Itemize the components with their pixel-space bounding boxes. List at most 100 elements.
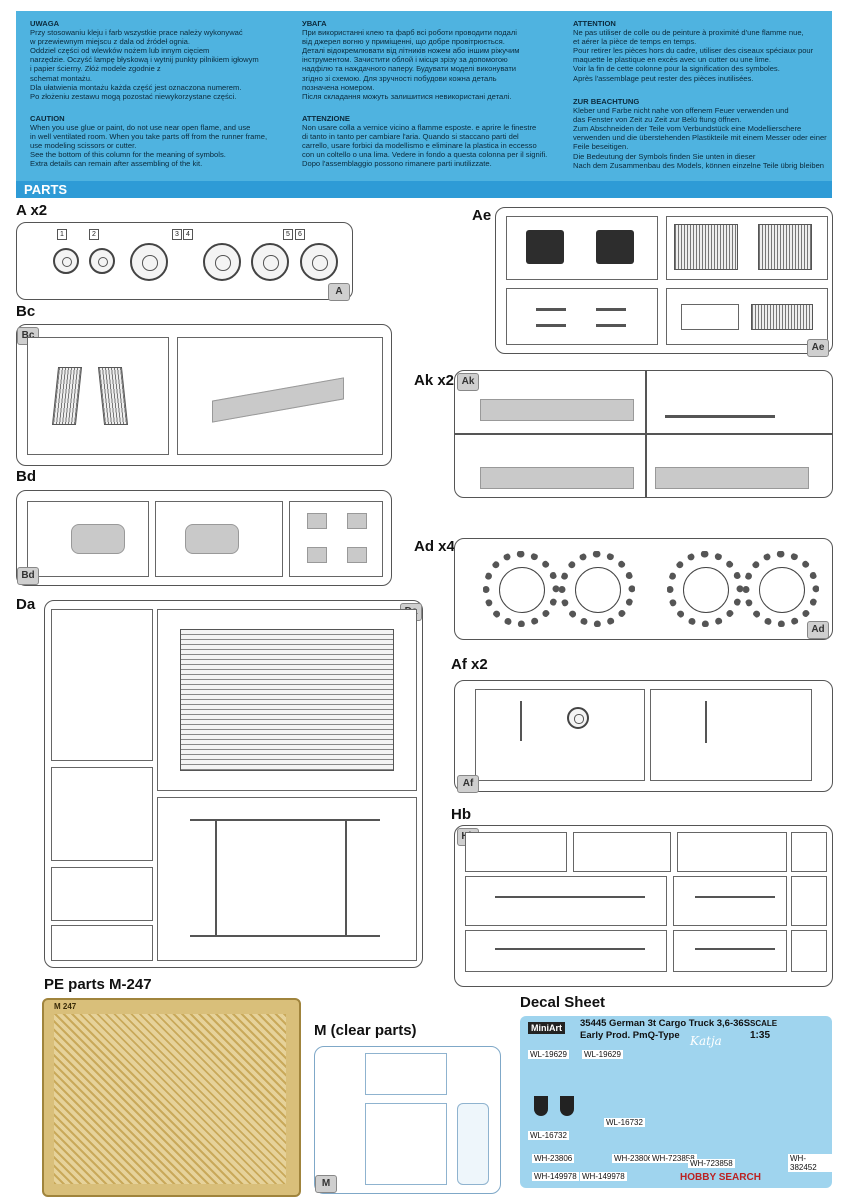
plate-decal: WH-382452	[788, 1154, 832, 1172]
grille-part	[674, 224, 738, 270]
sprue-bc: Bc	[16, 324, 392, 466]
part-number: 2	[89, 229, 99, 240]
sprue-tag-bd: Bd	[17, 567, 39, 585]
text-line: згідно зі схемою. Для зручності побудови…	[302, 73, 497, 83]
text-line: Feile beseitigen.	[573, 142, 629, 152]
sprue-tag-ae: Ae	[807, 339, 829, 357]
sprue-tag-ad: Ad	[807, 621, 829, 639]
text-line: maquette le plastique en excès avec un c…	[573, 55, 771, 65]
wheel-hub-part	[89, 248, 115, 274]
text-line: Kleber und Farbe nicht nahe von offenem …	[573, 106, 789, 116]
text-line: Nach dem Zusammenbau des Models, können …	[573, 160, 825, 170]
sprue-af: Af	[454, 680, 833, 793]
warning-beachtung: ZUR BEACHTUNG Kleber und Farbe nicht nah…	[573, 97, 828, 170]
warning-title: УВАГА	[302, 19, 327, 28]
small-part	[307, 513, 327, 529]
cover-part	[71, 524, 125, 554]
wheel-hub-part	[53, 248, 79, 274]
cargo-bed-part	[180, 629, 394, 771]
text-line: Die Bedeutung der Symbols finden Sie unt…	[573, 151, 756, 161]
wheel-rim-part	[130, 243, 168, 281]
part-number: 4	[183, 229, 193, 240]
frame-crossmember-part	[215, 819, 217, 937]
warnings-panel	[16, 11, 832, 181]
sprue-bd: Bd	[16, 490, 392, 586]
sprue-label-ak: Ak x2	[414, 372, 455, 389]
sprue-cell	[791, 876, 827, 926]
sprue-cell	[51, 767, 153, 861]
sprue-cell	[673, 930, 787, 972]
sprue-cell	[791, 832, 827, 872]
tool-handle-part	[695, 948, 775, 950]
plate-decal: WL-19629	[582, 1050, 623, 1059]
warning-title: UWAGA	[30, 19, 60, 28]
windscreen-part	[457, 1103, 489, 1185]
text-line: verwenden und die überstehenden Plastikt…	[573, 133, 827, 143]
decal-sheet: MiniArt 35445 German 3t Cargo Truck 3,6-…	[520, 1016, 832, 1188]
warning-uvaga: УВАГА При використанні клею та фарб всі …	[302, 19, 560, 101]
pulley-part	[567, 707, 589, 729]
scale-value: 1:35	[750, 1030, 771, 1041]
small-part	[347, 547, 367, 563]
sprue-cell	[506, 288, 658, 345]
warning-caution: CAUTION When you use glue or paint, do n…	[30, 114, 290, 169]
decal-sheet-label: Decal Sheet	[520, 994, 606, 1011]
warning-attention: ATTENTION Ne pas utiliser de colle ou de…	[573, 19, 828, 83]
text-line: i papier ścierny. Złóż modele zgodnie z	[30, 64, 161, 74]
text-line: Pour retirer les pièces hors du cadre, u…	[573, 46, 814, 56]
pe-parts-area	[54, 1014, 286, 1184]
decal-title-line2: Early Prod. PmQ-Type	[580, 1030, 680, 1041]
warning-uwaga: UWAGA Przy stosowaniu kleju i farb wszys…	[30, 19, 290, 101]
script-decal: Katja	[690, 1034, 722, 1048]
grille-part	[758, 224, 812, 270]
sprue-ad: Ad	[454, 538, 833, 640]
part-number: 3	[172, 229, 182, 240]
text-line: Dopo l'assemblaggio possono rimanere par…	[302, 159, 492, 169]
part-number: 5	[283, 229, 293, 240]
panel-part	[681, 304, 739, 330]
text-line: use modeling scissors or cutter.	[30, 141, 137, 151]
tool-handle-part	[495, 948, 645, 950]
frame-rail-part	[190, 935, 380, 937]
brand-logo: MiniArt	[528, 1022, 565, 1034]
sprue-cell	[51, 867, 153, 921]
pe-parts-label: PE parts M-247	[44, 976, 152, 993]
sprue-cell	[475, 689, 645, 781]
text-line: Po złożeniu zestawu mogą pozostać niewyk…	[30, 91, 237, 101]
plate-decal: WH-723858	[688, 1159, 735, 1168]
text-line: інструментом. Зачистити облой і місця зр…	[302, 55, 508, 65]
warning-title: CAUTION	[30, 114, 65, 123]
sprue-label-af: Af x2	[451, 656, 488, 673]
tyre-part	[743, 551, 819, 627]
wheel-rim-part	[300, 243, 338, 281]
sprue-tag-a: A	[328, 283, 350, 301]
text-line: від джерел вогню у приміщенні, що добре …	[302, 37, 505, 47]
small-part	[347, 513, 367, 529]
runner	[455, 433, 832, 435]
plate-decal: WH-23806	[612, 1154, 655, 1163]
plate-decal: WH-23806	[532, 1154, 575, 1163]
sprue-label-hb: Hb	[451, 806, 471, 823]
sprue-cell	[677, 832, 787, 872]
tyre-part	[667, 551, 743, 627]
sprue-label-ad: Ad x4	[414, 538, 455, 555]
text-line: See the bottom of this column for the me…	[30, 150, 226, 160]
shield-icon	[560, 1096, 574, 1116]
text-line: Zum Abschneiden der Teile vom Verbundstü…	[573, 124, 802, 134]
sprue-cell	[791, 930, 827, 972]
warning-title: ATTENZIONE	[302, 114, 350, 123]
plate-decal: WH-149978	[580, 1172, 627, 1181]
text-line: carrello, usare forbici da modellismo e …	[302, 141, 537, 151]
bracket-part	[536, 308, 566, 311]
wheel-rim-part	[203, 243, 241, 281]
text-line: et aérer la pièce de temps en temps.	[573, 37, 697, 47]
text-line: di tanto in tanto per cambiare l'aria. Q…	[302, 132, 519, 142]
sprue-label-bd: Bd	[16, 468, 36, 485]
rod-part	[665, 415, 775, 418]
sprue-label-a: A x2	[16, 202, 48, 219]
plate-decal: WH-723858	[650, 1154, 697, 1163]
warning-title: ATTENTION	[573, 19, 616, 28]
radiator-part	[526, 230, 564, 264]
plate-decal: WH-149978	[532, 1172, 579, 1181]
sprue-cell	[465, 876, 667, 926]
